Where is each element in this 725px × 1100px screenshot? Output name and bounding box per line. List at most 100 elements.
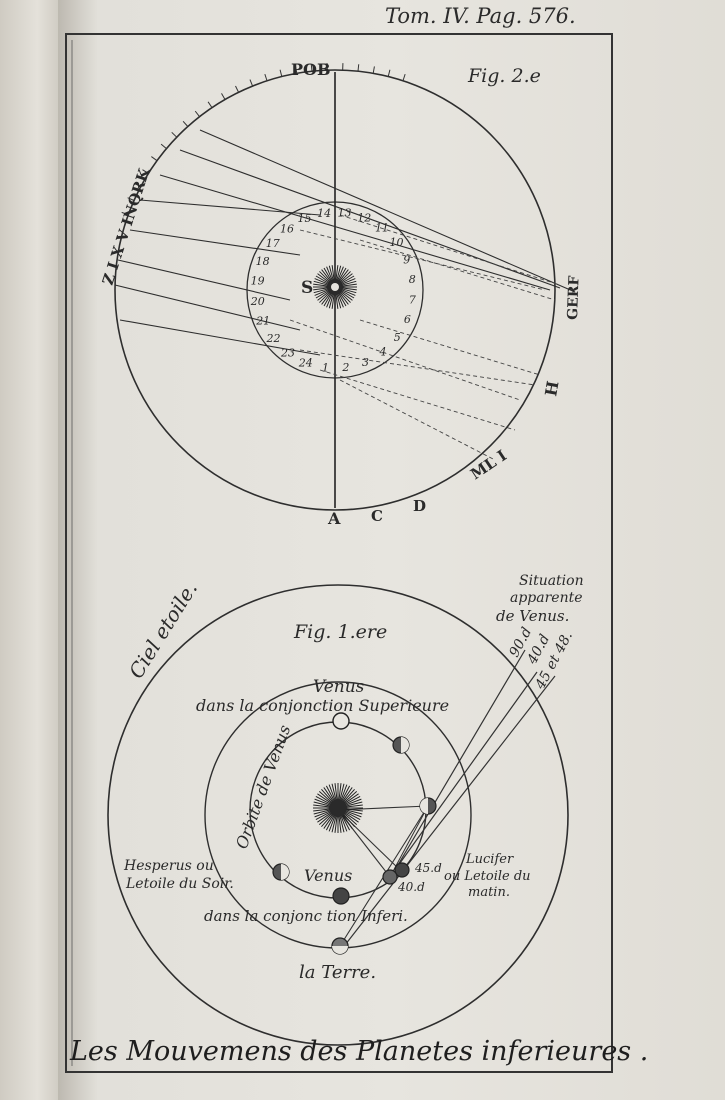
- fig2-sun-label: S: [301, 278, 313, 298]
- orbit-number: 12: [357, 212, 371, 225]
- orbit-tick: [207, 101, 213, 108]
- sun-ray: [341, 785, 351, 802]
- plate-border: [65, 33, 613, 1073]
- apparent-label-2: apparente: [510, 590, 583, 606]
- orbit-tick: [121, 211, 129, 216]
- venus-superior-title: Venus: [313, 677, 365, 697]
- small-angle-40: 40.d: [397, 880, 425, 894]
- tome-page-header: Tom. IV. Pag. 576.: [385, 4, 576, 28]
- sun-ray: [345, 809, 363, 815]
- sun-ray: [331, 783, 337, 801]
- orbit-tick: [357, 64, 360, 72]
- sun-ray: [328, 784, 336, 801]
- orbit-label: Orbite de Venus: [232, 722, 294, 851]
- sun-ray: [340, 290, 355, 299]
- sun-ray: [343, 791, 358, 804]
- sun-ray: [317, 273, 330, 284]
- sun-ray: [337, 266, 344, 281]
- sun-ray: [325, 814, 335, 831]
- sun-ray: [323, 814, 334, 829]
- fig2-label: Fig. 2.e: [467, 65, 541, 87]
- sun-ray: [339, 291, 351, 303]
- sun-ray: [323, 267, 332, 282]
- sun-ray: [314, 798, 331, 806]
- sight-line: [119, 319, 321, 356]
- dashed-sight-line: [339, 379, 496, 461]
- fig1-sun-disc: [329, 799, 347, 817]
- sun-ray: [344, 795, 361, 805]
- orbit-number: 3: [362, 356, 369, 369]
- sun-ray: [336, 293, 342, 309]
- sun-ray: [334, 783, 338, 801]
- sun-ray: [321, 813, 334, 828]
- sun-ray: [319, 271, 331, 283]
- sun-ray: [317, 793, 332, 804]
- sun-ray: [339, 815, 345, 833]
- sun-ray: [343, 812, 358, 825]
- sun-ray: [314, 278, 329, 285]
- sun-ray: [313, 280, 329, 286]
- sun-ray: [318, 812, 333, 825]
- sun-ray: [345, 798, 362, 806]
- sun-ray: [335, 265, 339, 281]
- sun-ray: [345, 801, 363, 807]
- venus-superior-conjunction: [332, 712, 350, 730]
- fig2-bottom-letter-d: D: [413, 497, 426, 515]
- dashed-sight-line: [359, 319, 541, 376]
- orbit-number: 14: [317, 207, 331, 220]
- fig2-right-letter-h: H: [541, 380, 562, 398]
- sun-ray: [344, 812, 359, 823]
- orbit-tick: [249, 79, 254, 87]
- orbit-tick: [127, 197, 135, 201]
- sun-ray: [328, 815, 336, 832]
- sun-ray: [315, 290, 330, 299]
- orbit-tick: [264, 73, 268, 81]
- orbit-number: 7: [409, 294, 416, 307]
- orbit-tick: [221, 93, 226, 100]
- dashed-sight-line: [319, 369, 516, 431]
- apparent-label-3: de Venus.: [496, 607, 569, 625]
- venus-superior-caption: dans la conjonction Superieure: [196, 696, 449, 715]
- sun-ray: [338, 267, 347, 282]
- hesperus-line-1: Hesperus ou: [123, 858, 214, 874]
- fig2-bottom-letter-a: A: [327, 509, 341, 528]
- dashed-sight-line: [359, 239, 556, 301]
- sun-ray: [334, 815, 338, 833]
- sun-ray: [313, 809, 331, 815]
- sight-line: [114, 284, 301, 331]
- orbit-tick: [387, 69, 391, 77]
- sun-ray: [319, 291, 331, 303]
- sun-ray: [341, 280, 357, 286]
- sun-ray: [342, 788, 355, 803]
- sun-ray: [313, 804, 331, 808]
- sight-line: [159, 174, 551, 291]
- fig2-bottom-letter-c: C: [371, 507, 383, 525]
- orbit-tick: [310, 64, 313, 72]
- sun-ray: [326, 293, 333, 308]
- book-page: [58, 0, 725, 1100]
- sun-ray: [344, 793, 359, 804]
- sun-ray: [340, 815, 348, 832]
- orbit-tick: [402, 73, 406, 81]
- dashed-sight-line: [339, 214, 561, 286]
- venus-inferior-title: Venus: [304, 866, 352, 885]
- small-angle-45: 45.d: [414, 861, 442, 875]
- sun-ray: [313, 288, 329, 294]
- orbit-number: 10: [389, 236, 403, 249]
- sun-ray: [313, 287, 329, 291]
- venus-inferior-conjunction: [332, 887, 350, 905]
- sun-ray: [317, 812, 332, 823]
- dashed-sight-line: [299, 229, 546, 291]
- sun-ray: [313, 801, 331, 807]
- sun-ray: [342, 787, 353, 802]
- orbit-tick: [160, 143, 167, 149]
- sun-ray: [331, 293, 335, 309]
- sun-ray: [331, 815, 337, 833]
- sight-line: [129, 229, 301, 256]
- orbit-number: 4: [379, 345, 387, 358]
- sun-ray: [341, 283, 357, 287]
- sun-ray: [328, 265, 334, 281]
